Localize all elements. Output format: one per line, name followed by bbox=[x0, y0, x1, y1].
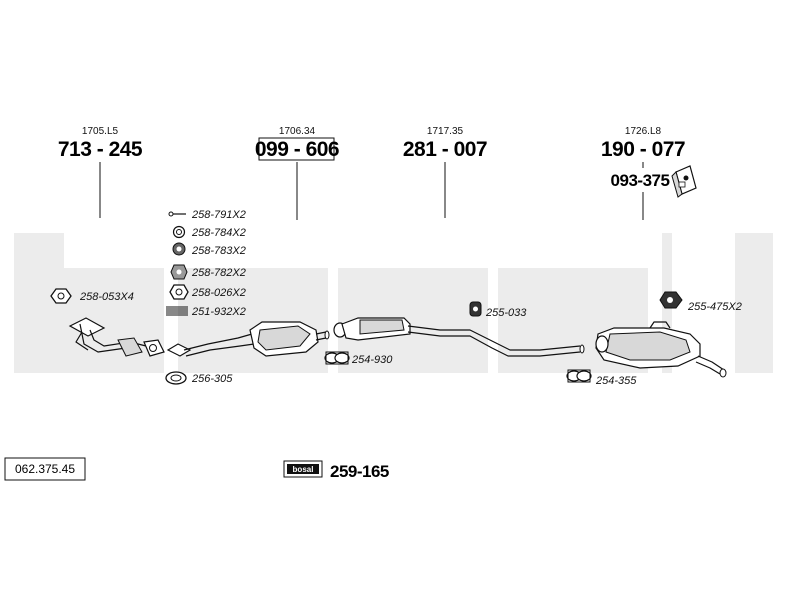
brand-part-label: 259-165 bbox=[330, 462, 389, 481]
rubber-mount-icon bbox=[469, 301, 482, 317]
assembly-label-4: 1726.L8 190 - 077 bbox=[601, 126, 686, 161]
svg-text:258-026X2: 258-026X2 bbox=[191, 287, 246, 299]
washer-icon bbox=[172, 225, 186, 239]
svg-text:258-784X2: 258-784X2 bbox=[191, 227, 246, 239]
reference-code-box: 062.375.45 bbox=[4, 457, 86, 481]
gasket-label: 256-305 bbox=[191, 373, 233, 385]
rear-mount-icon bbox=[659, 291, 683, 309]
svg-text:190 - 077: 190 - 077 bbox=[601, 138, 685, 161]
catalytic-converter bbox=[166, 321, 330, 357]
bosal-logo-box: bosal bbox=[283, 460, 323, 478]
svg-text:258-783X2: 258-783X2 bbox=[191, 245, 246, 257]
front-nut-icon bbox=[50, 288, 72, 304]
nut-icon bbox=[170, 264, 188, 280]
mount-mid-label: 255-033 bbox=[485, 307, 527, 319]
svg-text:1717.35: 1717.35 bbox=[427, 126, 464, 137]
mount-rear-label: 255-475X2 bbox=[687, 301, 742, 313]
svg-text:281 - 007: 281 - 007 bbox=[403, 138, 487, 161]
kit-parts-list: 258-791X2 258-784X2 258-783X2 258-782X2 … bbox=[166, 209, 246, 318]
svg-text:251-932X2: 251-932X2 bbox=[191, 306, 246, 318]
clamp-icon-mid bbox=[324, 351, 350, 365]
spring-washer-icon bbox=[172, 242, 186, 256]
assembly-label-1: 1705.L5 713 - 245 bbox=[58, 126, 144, 161]
svg-text:062.375.45: 062.375.45 bbox=[15, 462, 75, 476]
svg-text:1705.L5: 1705.L5 bbox=[82, 126, 119, 137]
highlight-box bbox=[258, 137, 335, 161]
svg-text:bosal: bosal bbox=[293, 465, 314, 474]
hex-nut-icon bbox=[169, 284, 189, 300]
clamp-mid-label: 254-930 bbox=[351, 354, 393, 366]
svg-text:258-782X2: 258-782X2 bbox=[191, 267, 246, 279]
svg-text:713 - 245: 713 - 245 bbox=[58, 138, 143, 161]
bracket-icon bbox=[671, 165, 697, 198]
svg-text:1726.L8: 1726.L8 bbox=[625, 126, 662, 137]
gasket-icon bbox=[165, 371, 187, 385]
svg-text:258-791X2: 258-791X2 bbox=[191, 209, 246, 221]
svg-text:1706.34: 1706.34 bbox=[279, 126, 316, 137]
bracket-part-label: 093-375 bbox=[611, 171, 670, 190]
clamp-rear-label: 254-355 bbox=[595, 375, 637, 387]
bolt-icon bbox=[168, 211, 186, 217]
intermediate-silencer bbox=[333, 317, 585, 357]
svg-text:099 - 606: 099 - 606 bbox=[255, 138, 339, 161]
rear-silencer bbox=[595, 321, 727, 378]
assembly-label-2: 1706.34 099 - 606 bbox=[255, 126, 340, 161]
clamp-icon-rear bbox=[566, 369, 592, 383]
spring-icon bbox=[166, 306, 188, 316]
front-nut-label: 258-053X4 bbox=[79, 291, 134, 303]
assembly-label-3: 1717.35 281 - 007 bbox=[403, 126, 488, 161]
front-downpipe bbox=[68, 317, 165, 357]
